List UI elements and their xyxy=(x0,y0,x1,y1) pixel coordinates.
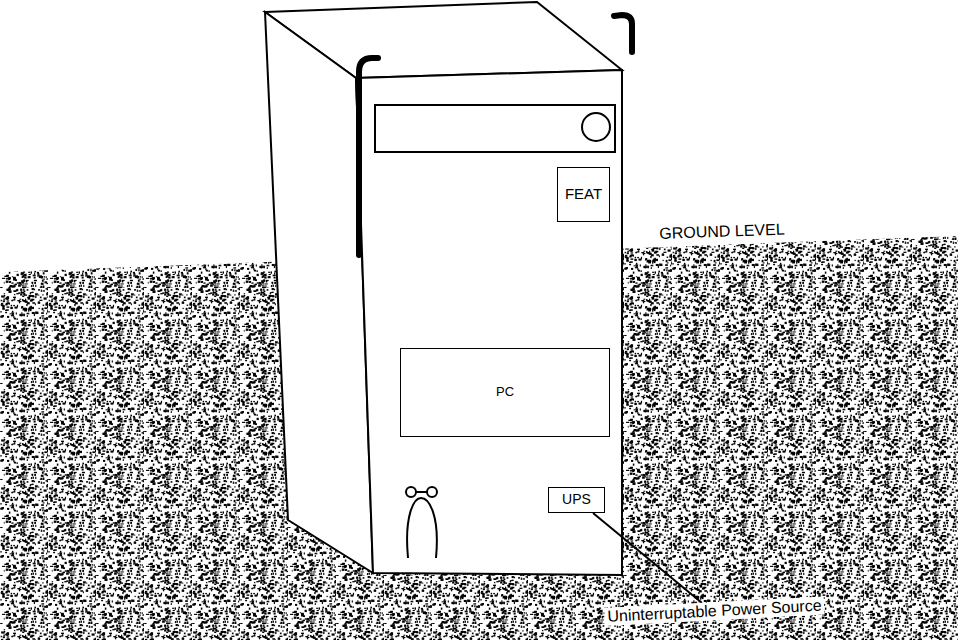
connector-symbol xyxy=(406,487,416,497)
drive-button xyxy=(582,113,610,141)
cable-loop xyxy=(407,498,437,558)
cabinet-front xyxy=(356,70,622,575)
box-label: UPS xyxy=(562,492,591,507)
leader-line xyxy=(593,513,702,603)
lift-hook xyxy=(359,58,378,255)
box-label: FEAT xyxy=(565,186,602,203)
component-box: PC xyxy=(400,348,610,437)
drive-slot xyxy=(375,105,615,152)
ground-level-label: GROUND LEVEL xyxy=(656,220,788,243)
connector-symbol xyxy=(427,487,437,497)
box-label: PC xyxy=(496,385,514,399)
connector-symbol xyxy=(416,491,427,493)
lift-hook xyxy=(614,15,632,52)
component-box: FEAT xyxy=(557,167,610,222)
component-box: UPS xyxy=(548,487,605,513)
